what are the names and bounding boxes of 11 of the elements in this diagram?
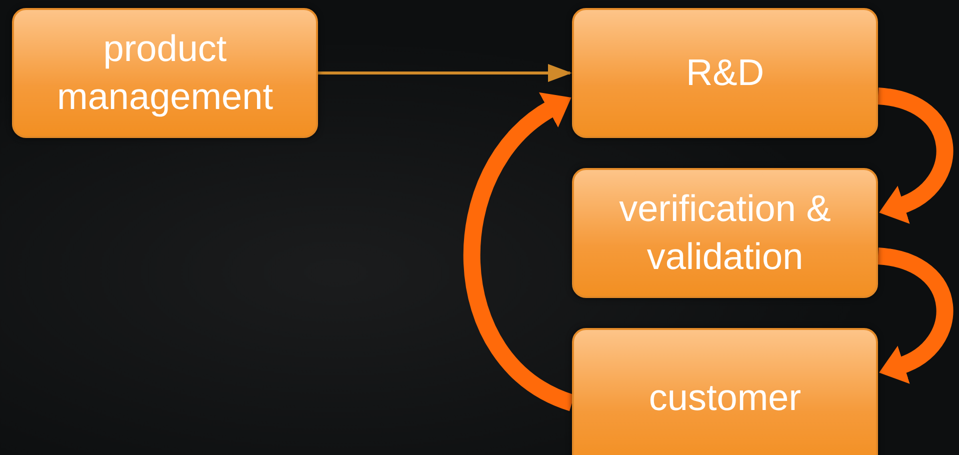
arrow [876, 248, 953, 383]
box-label: customer [648, 376, 802, 420]
box-label: product management [56, 26, 274, 119]
arrow [876, 88, 953, 223]
process-box [12, 8, 318, 138]
process-box [572, 8, 878, 138]
process-box [572, 168, 878, 298]
box-label: R&D [684, 50, 766, 95]
arrow [318, 64, 572, 82]
process-box [572, 328, 878, 455]
box-label: verification & validation [618, 186, 832, 279]
